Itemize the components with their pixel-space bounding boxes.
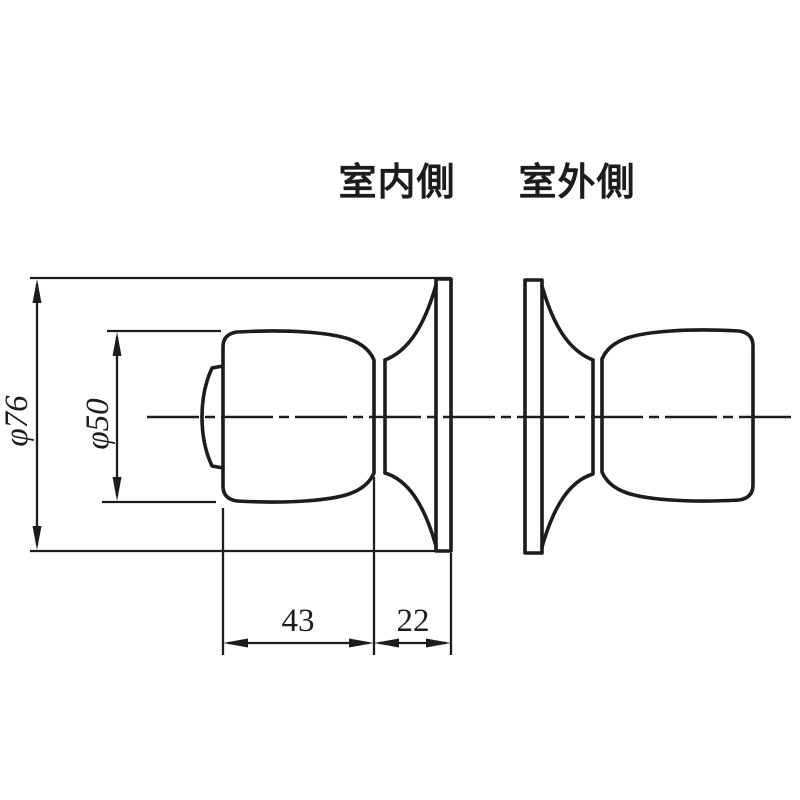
outdoor-rose-trumpet-top: [540, 284, 595, 362]
dimension-depths: [221, 477, 453, 655]
outdoor-side-label: 室外側: [518, 161, 635, 204]
indoor-rose-trumpet-top: [383, 283, 438, 362]
indoor-rose-trumpet-bottom: [383, 471, 438, 548]
indoor-knob-body: [221, 329, 376, 504]
dimension-arrow-down: [32, 526, 42, 550]
drawing-lines: [30, 276, 797, 655]
outdoor-rose-trumpet-bottom: [540, 472, 595, 549]
dimension-arrow-left: [374, 638, 399, 648]
knob-diameter-dimension-text: φ50: [80, 398, 116, 450]
indoor-rose-plate: [434, 277, 453, 553]
rose-projection-dimension-text: 22: [397, 603, 430, 639]
dimension-rose-diameter: [30, 276, 451, 553]
dimension-arrow-right: [426, 638, 451, 648]
dimension-arrow-right: [349, 638, 374, 648]
indoor-knob-assembly: [200, 277, 453, 553]
indoor-side-label: 室内側: [338, 161, 455, 204]
dimension-knob-diameter: [102, 329, 221, 504]
dimension-arrow-up: [112, 332, 122, 356]
rose-diameter-dimension-text: φ76: [0, 395, 35, 447]
knob-depth-dimension-text: 43: [282, 603, 315, 639]
outdoor-knob-body: [600, 328, 755, 503]
outdoor-rose-plate: [523, 278, 544, 555]
outdoor-knob-assembly: [523, 278, 755, 555]
dimension-arrow-up: [32, 279, 42, 303]
indoor-lock-button: [200, 364, 225, 470]
dimension-arrow-left: [223, 638, 248, 648]
dimension-arrow-down: [112, 477, 122, 501]
